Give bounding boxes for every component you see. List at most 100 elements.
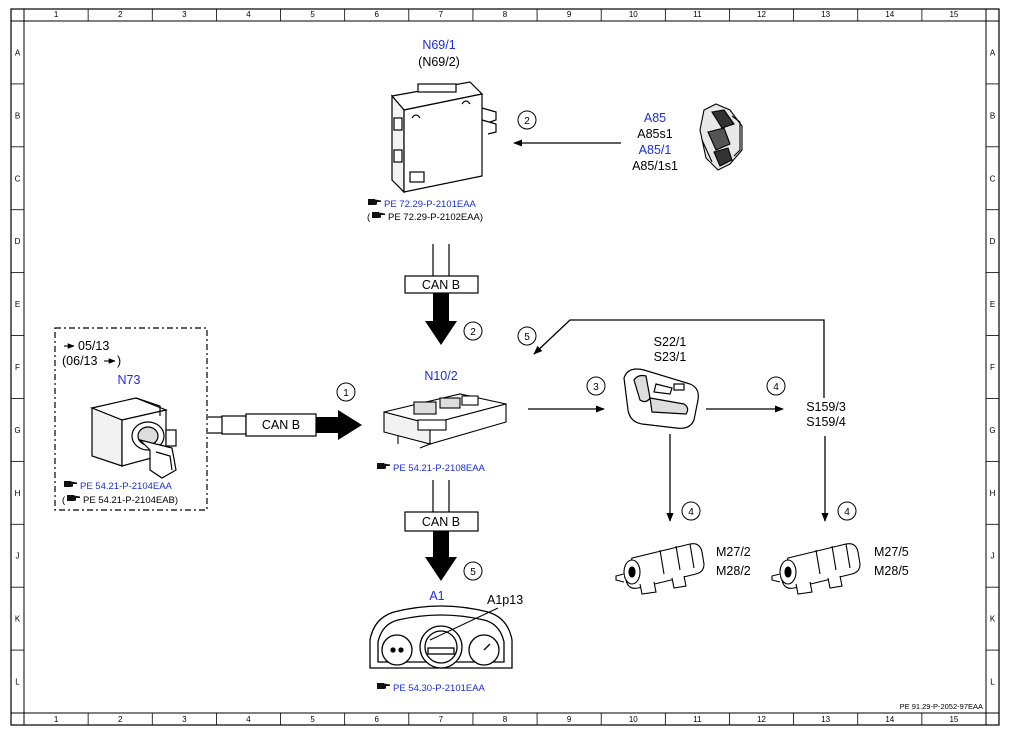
step-marker-canb-down: 2 <box>463 321 483 341</box>
right-grid-row-label: A <box>990 48 996 57</box>
right-grid-row-label: J <box>991 552 995 561</box>
can-b-bottom-label: CAN B <box>422 515 460 529</box>
s22-code: S22/1 <box>654 335 687 349</box>
bottom-grid-col-label: 2 <box>118 715 123 724</box>
n69-alt-code: (N69/2) <box>418 55 460 69</box>
bottom-grid-col-label: 11 <box>693 715 702 724</box>
n73-date-from: 05/13 <box>78 339 109 353</box>
n73-ref2-doc-link[interactable]: PE 54.21-P-2104EAB) <box>83 495 178 506</box>
s159-4-code: S159/4 <box>806 415 846 429</box>
step-n10-s22-label: 3 <box>593 382 599 393</box>
bottom-grid-col-label: 15 <box>949 715 958 724</box>
n73-ref-doc-link[interactable]: PE 54.21-P-2104EAA <box>80 481 173 492</box>
right-grid-row-label: L <box>990 678 995 687</box>
left-grid-row-label: J <box>16 552 20 561</box>
can-b-top-bus: CAN B <box>404 244 479 345</box>
top-grid-col-label: 2 <box>118 10 123 19</box>
m27-5-code: M27/5 <box>874 545 909 559</box>
top-grid-col-label: 3 <box>182 10 187 19</box>
n69-ref2-doc-link[interactable]: PE 72.29-P-2102EAA) <box>388 212 483 223</box>
n73-code: N73 <box>118 373 141 387</box>
step-s159-m27-label: 4 <box>844 507 850 518</box>
n73-block: 05/13 (06/13 ) N73 PE 54.21-P-2104EAA ( … <box>54 327 208 511</box>
n69-ref-doc-link[interactable]: PE 72.29-P-2101EAA <box>384 199 477 210</box>
step-n10-a1-label: 5 <box>470 567 476 578</box>
top-grid-col-label: 9 <box>567 10 572 19</box>
a1-sub-code: A1p13 <box>487 593 523 607</box>
can-b-left-bus: CAN B <box>208 410 362 440</box>
top-grid-col-label: 10 <box>629 10 638 19</box>
seat-motor-icon <box>615 543 705 595</box>
bottom-grid-col-label: 10 <box>629 715 638 724</box>
right-grid-row-label: G <box>989 426 995 435</box>
s23-code: S23/1 <box>654 350 687 364</box>
bottom-grid-col-label: 6 <box>375 715 380 724</box>
left-grid-row-label: C <box>15 174 21 183</box>
bottom-grid-col-label: 14 <box>885 715 894 724</box>
m28-2-code: M28/2 <box>716 564 751 578</box>
bottom-grid-col-label: 3 <box>182 715 187 724</box>
top-grid-col-label: 1 <box>54 10 59 19</box>
a1-ref-doc-link[interactable]: PE 54.30-P-2101EAA <box>393 683 486 694</box>
step-marker-n10-s22: 3 <box>586 376 606 396</box>
step-marker-a85-n69: 2 <box>517 110 537 130</box>
left-grid-row-label: B <box>15 111 20 120</box>
top-grid-col-label: 12 <box>757 10 766 19</box>
step-marker-s159-m27: 4 <box>837 501 857 521</box>
step-marker-s22-m27: 4 <box>681 501 701 521</box>
right-grid-row-label: C <box>990 174 996 183</box>
top-grid-col-label: 6 <box>375 10 380 19</box>
n69-block: N69/1 (N69/2) PE 72.29-P-2101EAA ( PE 72… <box>367 38 497 223</box>
step-marker-s159-feedback: 5 <box>517 326 537 346</box>
a1-block: A1 A1p13 PE 54.30-P-2101EAA <box>369 589 523 694</box>
sam-control-unit-icon <box>383 393 507 449</box>
n73-date-range: (06/13 <box>62 354 97 368</box>
top-grid-col-label: 15 <box>949 10 958 19</box>
s159-3-code: S159/3 <box>806 400 846 414</box>
a85-block: A85 A85s1 A85/1 A85/1s1 <box>632 103 743 173</box>
bottom-grid-col-label: 7 <box>439 715 444 724</box>
ignition-switch-icon <box>89 397 177 479</box>
bottom-grid-col-label: 4 <box>246 715 251 724</box>
n10-code: N10/2 <box>424 369 457 383</box>
n69-ref2-paren: ( <box>367 212 371 223</box>
right-grid-row-label: K <box>990 615 996 624</box>
step-marker-n73-n10: 1 <box>336 382 356 402</box>
top-grid-col-label: 13 <box>821 10 830 19</box>
right-grid-row-label: E <box>990 300 995 309</box>
step-marker-s22-s159: 4 <box>766 376 786 396</box>
door-control-unit-icon <box>390 81 497 194</box>
seat-motor-icon <box>771 543 861 595</box>
can-b-bottom-bus: CAN B <box>404 480 479 581</box>
step-s159-feedback-label: 5 <box>524 332 530 343</box>
bottom-grid-col-label: 8 <box>503 715 508 724</box>
left-grid-row-label: L <box>15 678 20 687</box>
n10-block: N10/2 PE 54.21-P-2108EAA <box>377 369 507 474</box>
left-grid-row-label: H <box>15 489 21 498</box>
right-grid-row-label: H <box>990 489 996 498</box>
s159-block: S159/3 S159/4 <box>806 400 846 429</box>
top-grid-col-label: 4 <box>246 10 251 19</box>
right-grid-row-label: F <box>990 363 995 372</box>
m27-2-block: M27/2 M28/2 <box>615 543 751 595</box>
top-grid-col-label: 11 <box>693 10 702 19</box>
n73-variant-frame <box>54 327 208 511</box>
step-canb-down-label: 2 <box>470 327 476 338</box>
m28-5-code: M28/5 <box>874 564 909 578</box>
can-b-top-label: CAN B <box>422 278 460 292</box>
bottom-grid-col-label: 5 <box>310 715 315 724</box>
a85-sub-code: A85s1 <box>637 127 672 141</box>
step-n73-n10-label: 1 <box>343 388 349 399</box>
a1-code: A1 <box>429 589 444 603</box>
door-switch-icon <box>699 103 743 171</box>
left-grid-row-label: A <box>15 48 21 57</box>
step-s22-s159-label: 4 <box>773 382 779 393</box>
step-a85-n69-label: 2 <box>524 116 530 127</box>
top-grid-col-label: 7 <box>439 10 444 19</box>
bottom-grid-col-label: 12 <box>757 715 766 724</box>
right-grid-row-label: B <box>990 111 995 120</box>
n73-date-range-close: ) <box>117 354 121 368</box>
top-grid-col-label: 8 <box>503 10 508 19</box>
n10-ref-doc-link[interactable]: PE 54.21-P-2108EAA <box>393 463 486 474</box>
seat-adjust-switch-icon <box>623 368 699 429</box>
